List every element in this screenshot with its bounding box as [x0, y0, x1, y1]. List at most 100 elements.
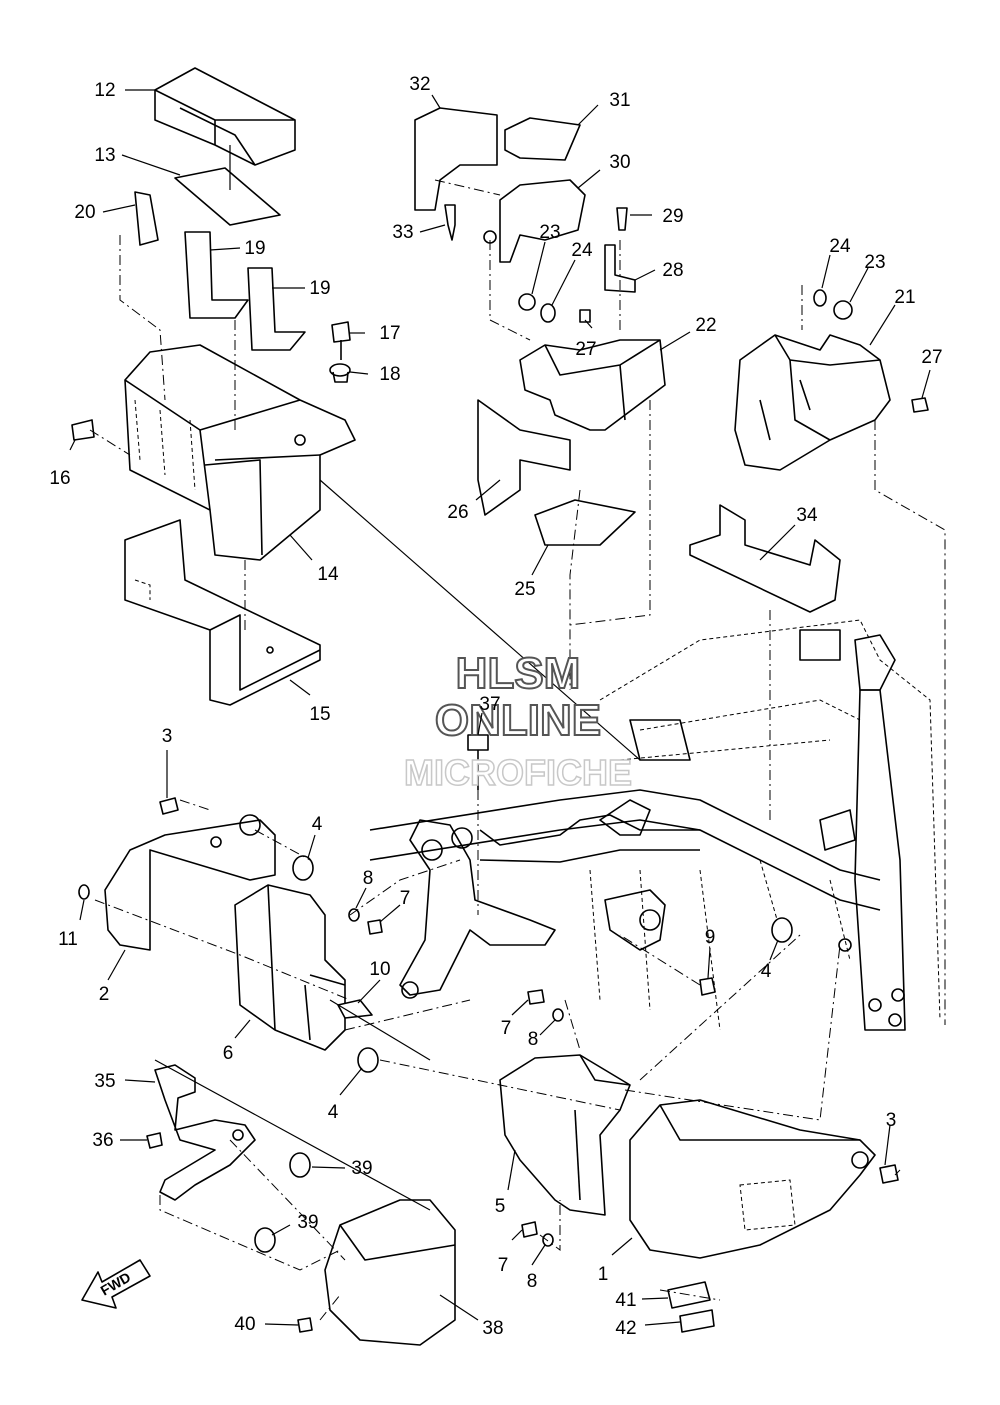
watermark-line3: MICROFICHE — [404, 752, 632, 793]
callout-16: 16 — [49, 468, 70, 489]
part-31-pad — [504, 117, 581, 161]
part-7-bolt-b — [527, 989, 545, 1005]
callouts: 1 2 13 20 19 19 17 18 16 14 15 32 31 30 3… — [49, 74, 942, 1339]
callout-19b: 19 — [309, 278, 330, 299]
callout-38: 38 — [482, 1318, 503, 1339]
part-24b-washer — [813, 289, 827, 307]
part-39-grommet-a — [289, 1152, 311, 1178]
callout-8c: 8 — [527, 1271, 538, 1292]
callout-29: 29 — [662, 206, 683, 227]
callout-39b: 39 — [297, 1212, 318, 1233]
part-38-cover — [324, 1199, 456, 1346]
part-27b-bolt — [911, 397, 929, 413]
callout-15: 15 — [309, 704, 330, 725]
part-32-bracket — [414, 107, 498, 211]
part-20-clip — [134, 191, 159, 246]
callout-1: 1 — [598, 1264, 609, 1285]
part-39-grommet-b — [254, 1227, 276, 1253]
callout-24b: 24 — [829, 236, 851, 257]
part-1-cover — [629, 1099, 876, 1259]
callout-20: 20 — [74, 202, 95, 223]
part-27-bolt — [579, 309, 591, 323]
part-23-nut — [518, 293, 536, 311]
callout-23b: 23 — [864, 252, 885, 273]
watermark: HLSM ONLINE MICROFICHE — [403, 648, 633, 794]
part-22-holder — [519, 339, 666, 431]
callout-24a: 24 — [571, 240, 593, 261]
part-3-bolt-a — [159, 797, 179, 815]
part-15-tray — [124, 519, 321, 706]
part-29-screw — [616, 207, 628, 231]
part-6-cover — [234, 884, 346, 1051]
part-13-strip — [174, 167, 281, 226]
callout-8b: 8 — [528, 1029, 539, 1050]
part-37-bolt — [467, 734, 489, 790]
callout-30: 30 — [609, 152, 630, 173]
part-21-box — [734, 334, 891, 471]
part-19-plate-a — [184, 231, 249, 319]
callout-14: 14 — [317, 564, 339, 585]
part-14-battery-box — [124, 344, 356, 561]
part-23b-nut — [833, 300, 853, 320]
callout-37: 37 — [479, 694, 500, 715]
part-34-plate — [689, 504, 841, 613]
callout-40: 40 — [234, 1314, 255, 1335]
callout-9: 9 — [705, 927, 716, 948]
fwd-arrow-icon: FWD — [81, 1259, 151, 1309]
callout-8a: 8 — [363, 868, 374, 889]
callout-39a: 39 — [351, 1158, 372, 1179]
callout-11: 11 — [58, 929, 78, 950]
part-4-grommet-c — [771, 917, 793, 943]
callout-4c: 4 — [761, 961, 772, 982]
callout-4a: 4 — [312, 814, 323, 835]
callout-28: 28 — [662, 260, 683, 281]
part-16-tab — [71, 419, 95, 441]
callout-35: 35 — [94, 1071, 115, 1092]
part-12-cover — [154, 67, 296, 166]
callout-41: 41 — [615, 1290, 636, 1311]
assembly-lines — [89, 179, 946, 1321]
watermark-line2: ONLINE — [435, 696, 601, 745]
part-2-cover — [104, 814, 276, 951]
callout-32: 32 — [409, 74, 430, 95]
callout-36: 36 — [92, 1130, 113, 1151]
part-30-cover — [483, 179, 586, 263]
callout-33: 33 — [392, 222, 413, 243]
callout-25: 25 — [514, 579, 535, 600]
callout-26: 26 — [447, 502, 468, 523]
callout-13: 13 — [94, 145, 115, 166]
part-11-washer — [78, 884, 90, 900]
part-42-label — [679, 1309, 715, 1333]
part-25-pad — [534, 499, 636, 546]
part-17-bolt — [331, 321, 351, 360]
part-8-washer-c — [542, 1233, 554, 1247]
callout-42: 42 — [615, 1318, 636, 1339]
callout-23a: 23 — [539, 222, 560, 243]
watermark-line1: HLSM — [456, 649, 581, 698]
part-33-screw — [444, 204, 456, 241]
part-8-washer-b — [552, 1008, 564, 1022]
callout-4b: 4 — [328, 1102, 339, 1123]
callout-5: 5 — [495, 1196, 506, 1217]
callout-31: 31 — [609, 90, 630, 111]
callout-21: 21 — [894, 287, 915, 308]
part-9-bolt — [699, 977, 716, 996]
part-18-collar — [329, 363, 351, 383]
part-24-washer — [540, 303, 556, 323]
callout-19a: 19 — [244, 238, 265, 259]
part-35-bracket — [154, 1064, 256, 1201]
callout-2: 2 — [99, 984, 110, 1005]
part-5-cover — [499, 1054, 631, 1216]
callout-3b: 3 — [886, 1110, 897, 1131]
callout-17: 17 — [379, 323, 400, 344]
callout-7a: 7 — [400, 888, 411, 909]
part-4-grommet-b — [357, 1047, 379, 1073]
part-10-connector — [337, 999, 373, 1019]
part-26-plate — [477, 399, 571, 516]
callout-22: 22 — [695, 315, 716, 336]
callout-27a: 27 — [575, 339, 596, 360]
callout-18: 18 — [379, 364, 400, 385]
callout-34: 34 — [796, 505, 818, 526]
part-8-washer-a — [348, 908, 360, 922]
